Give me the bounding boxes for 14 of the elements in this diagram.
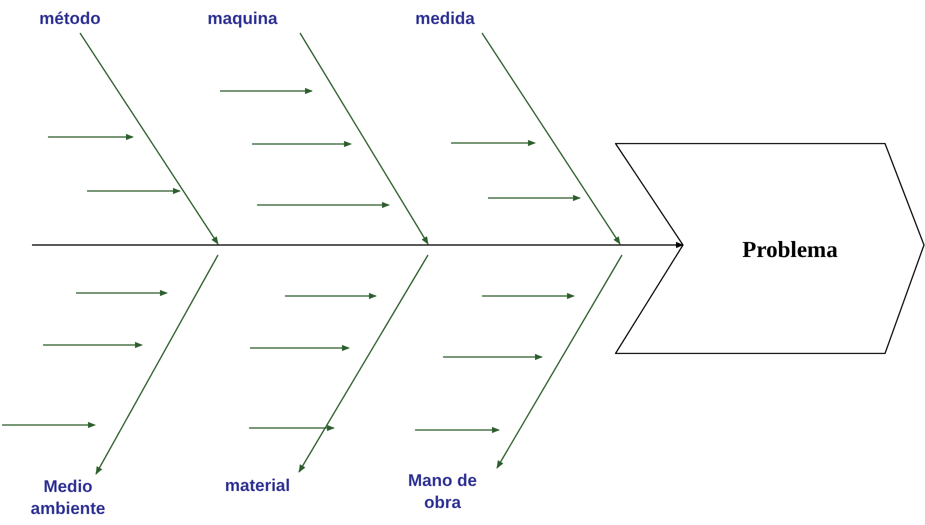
problem-label: Problema bbox=[741, 236, 838, 264]
category-label: material bbox=[224, 475, 290, 497]
category-label: Medio ambiente bbox=[30, 476, 106, 520]
arrow bbox=[32, 242, 684, 248]
category-label: método bbox=[39, 8, 101, 30]
category-label: maquina bbox=[208, 8, 278, 30]
arrow bbox=[79, 32, 219, 245]
arrow bbox=[481, 32, 621, 245]
arrow bbox=[95, 254, 219, 475]
category-label: medida bbox=[415, 8, 475, 30]
arrow bbox=[299, 32, 429, 245]
arrow bbox=[496, 254, 623, 469]
arrow bbox=[298, 254, 429, 473]
category-label: Mano de obra bbox=[407, 470, 478, 514]
